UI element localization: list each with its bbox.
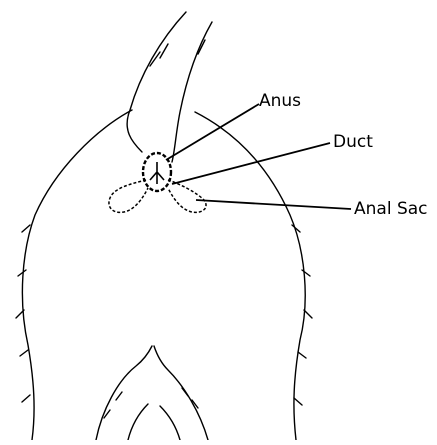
anal-sac-leader-line (196, 200, 351, 209)
anus-center-mark (150, 162, 164, 184)
lower-right-leg (160, 406, 180, 440)
left-inner-leg (96, 346, 152, 440)
leg-fur (104, 388, 198, 418)
duct-leader-line (172, 143, 330, 184)
right-body-outline (195, 112, 305, 440)
right-inner-leg (154, 346, 208, 440)
label-anal-sac: Anal Sac (354, 201, 428, 218)
anal-sac-left (109, 180, 148, 212)
label-duct: Duct (333, 134, 373, 151)
label-anus: Anus (259, 93, 301, 110)
lower-left-leg (128, 404, 148, 440)
anal-sac-right (168, 180, 206, 212)
tail-right-outline (172, 22, 212, 162)
